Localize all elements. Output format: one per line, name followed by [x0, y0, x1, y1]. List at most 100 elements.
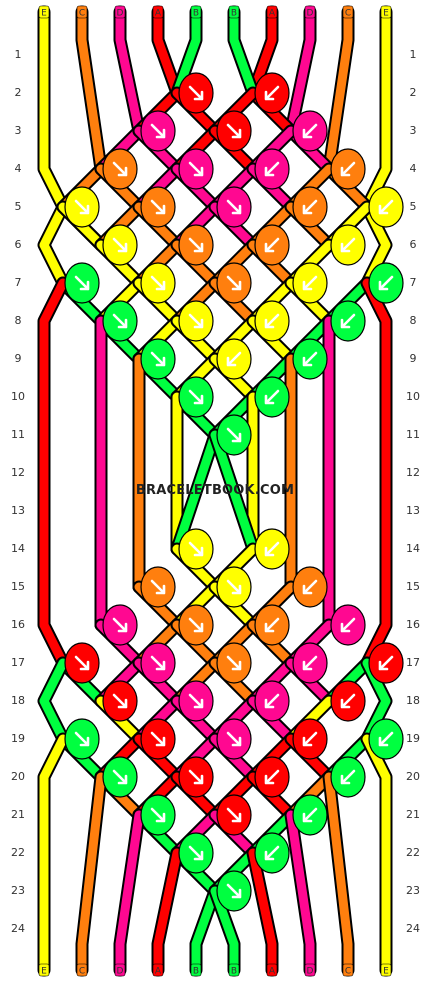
row-number-left: 23 [11, 884, 25, 897]
row-number-right: 8 [409, 314, 417, 327]
row-number-right: 9 [409, 352, 417, 365]
strand-label-bottom: B [193, 967, 199, 977]
knot [292, 642, 328, 684]
knot [254, 300, 290, 342]
knot [330, 224, 366, 266]
arrow-down-right-icon [74, 275, 90, 291]
arrow-down-left-icon [264, 617, 280, 633]
strand-label-bottom-tab [342, 963, 354, 977]
watermark: BRACELETBOOK.COM [135, 483, 295, 498]
row-number-left: 12 [11, 466, 25, 479]
strand-label-bottom: E [41, 967, 47, 977]
knot [330, 756, 366, 798]
strand-b-left-bottom [191, 886, 220, 975]
arrow-down-right-icon [150, 807, 166, 823]
arrow-down-right-icon [226, 123, 242, 139]
row-number-left: 14 [11, 542, 25, 555]
knot [330, 300, 366, 342]
knot [140, 718, 176, 760]
knot [330, 604, 366, 646]
arrow-down-right-icon [226, 199, 242, 215]
knot [254, 376, 290, 418]
knot [254, 528, 290, 570]
row-number-right: 3 [409, 124, 417, 137]
knot [102, 604, 138, 646]
strand-b-right-bottom [210, 886, 239, 975]
row-number-right: 5 [409, 200, 417, 213]
strand-label-bottom-tab [76, 963, 88, 977]
arrow-down-right-icon [74, 731, 90, 747]
arrow-down-right-icon [150, 123, 166, 139]
arrow-down-left-icon [378, 731, 394, 747]
row-number-right: 7 [409, 276, 417, 289]
knot [216, 718, 252, 760]
arrow-down-left-icon [264, 389, 280, 405]
row-number-right: 6 [409, 238, 417, 251]
knot [140, 186, 176, 228]
row-number-left: 20 [11, 770, 25, 783]
row-number-right: 22 [406, 846, 420, 859]
arrow-down-left-icon [340, 693, 356, 709]
row-number-right: 11 [406, 428, 420, 441]
arrow-down-right-icon [150, 199, 166, 215]
arrow-down-right-icon [74, 655, 90, 671]
knot [178, 832, 214, 874]
knot [330, 148, 366, 190]
arrow-down-right-icon [226, 883, 242, 899]
arrow-down-left-icon [340, 237, 356, 253]
knot [178, 680, 214, 722]
arrow-down-right-icon [188, 389, 204, 405]
knot [292, 718, 328, 760]
arrow-down-left-icon [340, 161, 356, 177]
strand-a-right-mid [362, 278, 391, 668]
strand-label-bottom: A [155, 967, 162, 977]
strand-e-right-low [362, 734, 391, 975]
row-number-right: 16 [406, 618, 420, 631]
row-number-left: 1 [14, 48, 22, 61]
arrow-down-right-icon [188, 85, 204, 101]
arrow-down-left-icon [264, 845, 280, 861]
knot [178, 148, 214, 190]
arrow-down-right-icon [188, 769, 204, 785]
row-number-right: 23 [406, 884, 420, 897]
strand-b-left-low [39, 658, 68, 744]
row-number-left: 2 [14, 86, 22, 99]
arrow-down-left-icon [302, 275, 318, 291]
arrow-down-right-icon [150, 351, 166, 367]
knot [216, 262, 252, 304]
knot [216, 794, 252, 836]
strand-e-right-top [362, 7, 391, 288]
strand-b-right-mid [210, 430, 258, 554]
row-number-left: 13 [11, 504, 25, 517]
strand-e-left-top [39, 7, 68, 288]
row-number-right: 17 [406, 656, 420, 669]
strand-label-top: B [193, 9, 199, 19]
knot [216, 110, 252, 152]
arrow-down-right-icon [226, 807, 242, 823]
row-number-left: 4 [14, 162, 22, 175]
arrow-down-right-icon [188, 541, 204, 557]
arrow-down-right-icon [188, 845, 204, 861]
strand-label-top-tab [114, 5, 126, 19]
strand-label-bottom-tab [114, 963, 126, 977]
strand-label-top: D [117, 9, 124, 19]
row-number-left: 9 [14, 352, 22, 365]
knot [102, 680, 138, 722]
knot [216, 414, 252, 456]
row-number-left: 7 [14, 276, 22, 289]
row-number-left: 11 [11, 428, 25, 441]
knot [216, 338, 252, 380]
row-number-left: 8 [14, 314, 22, 327]
arrow-down-right-icon [188, 161, 204, 177]
row-number-left: 21 [11, 808, 25, 821]
row-number-right: 20 [406, 770, 420, 783]
knot [102, 756, 138, 798]
knot [254, 680, 290, 722]
strand-a-left-low [153, 848, 182, 975]
row-number-right: 13 [406, 504, 420, 517]
strand-label-bottom-tab [380, 963, 392, 977]
knot [140, 262, 176, 304]
row-number-right: 1 [409, 48, 417, 61]
strand-label-bottom-tab [266, 963, 278, 977]
arrow-down-left-icon [340, 313, 356, 329]
